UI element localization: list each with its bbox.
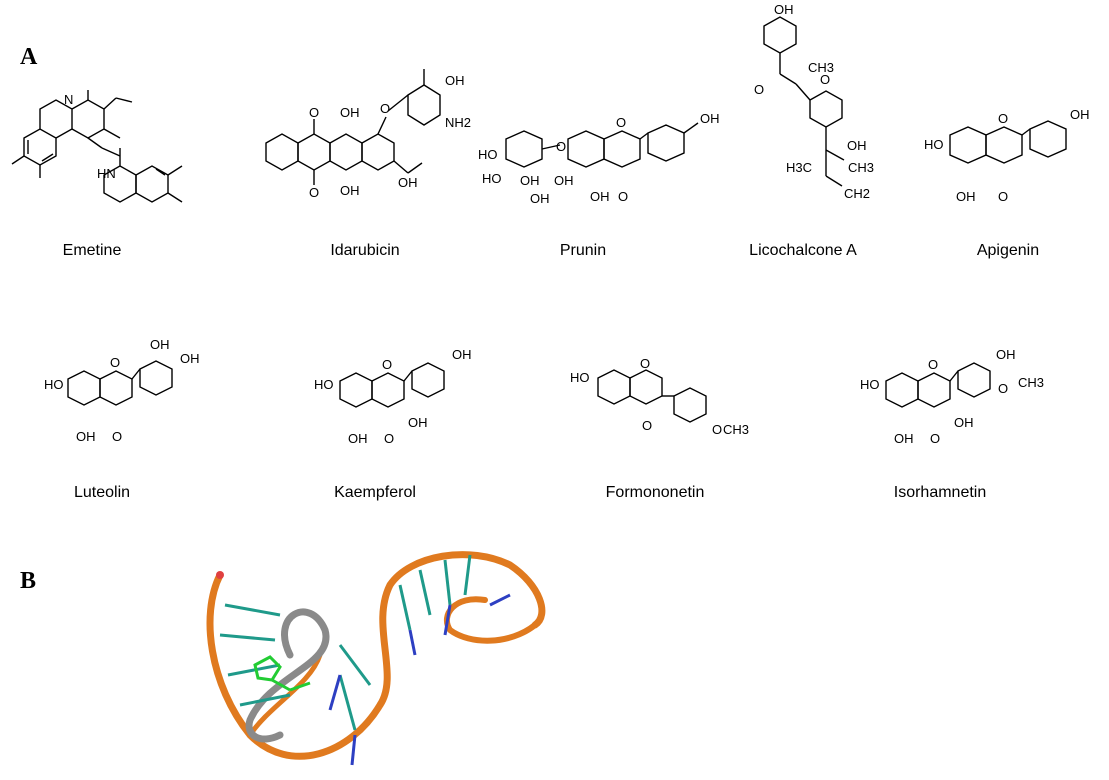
atom-label: HO [570, 370, 590, 385]
atom-label: CH3 [808, 60, 834, 75]
atom-label: O [382, 357, 392, 372]
atom-label: HO [44, 377, 64, 392]
atom-label: OH [774, 2, 794, 17]
atom-label: OH [1070, 107, 1090, 122]
atom-label: O [110, 355, 120, 370]
atom-label: O [640, 356, 650, 371]
atom-label: OH [847, 138, 867, 153]
atom-label: O [712, 422, 722, 437]
atom-label: OH [520, 173, 540, 188]
atom-label: O [998, 111, 1008, 126]
atom-label: CH2 [844, 186, 870, 201]
atom-label: OH [445, 73, 465, 88]
atom-label: OH [554, 173, 574, 188]
atom-label: CH3 [1018, 375, 1044, 390]
atom-label: OH [76, 429, 96, 444]
atom-label: OH [894, 431, 914, 446]
panel-label-a: A [20, 44, 38, 70]
atom-label: HO [860, 377, 880, 392]
atom-label: H3C [786, 160, 812, 175]
structure-formononetin: HO O O O CH3 [568, 356, 758, 450]
atom-label: HO [314, 377, 334, 392]
compound-name-apigenin: Apigenin [976, 242, 1040, 259]
atom-label: HO [924, 137, 944, 152]
atom-label: O [820, 72, 830, 87]
atom-label: O [556, 139, 566, 154]
atom-label: OH [340, 105, 360, 120]
rna-ligand-structure-image [180, 535, 560, 780]
atom-label: O [112, 429, 122, 444]
compound-name-formononetin: Formononetin [605, 484, 705, 501]
atom-label: OH [150, 337, 170, 352]
atom-label: OH [996, 347, 1016, 362]
atom-label: OH [452, 347, 472, 362]
atom-label: O [616, 115, 626, 130]
atom-label: OH [398, 175, 418, 190]
atom-label: OH [408, 415, 428, 430]
compound-name-idarubicin: Idarubicin [330, 242, 400, 259]
atom-label: OH [340, 183, 360, 198]
atom-label: OH [348, 431, 368, 446]
atom-label: HN [97, 166, 116, 181]
structure-emetine: N HN [2, 60, 242, 220]
atom-label: O [309, 105, 319, 120]
compound-name-emetine: Emetine [62, 242, 122, 259]
structure-kaempferol: HO O OH O OH OH [312, 345, 492, 455]
atom-label: HO [482, 171, 502, 186]
atom-label: O [928, 357, 938, 372]
compound-name-kaempferol: Kaempferol [334, 484, 416, 501]
atom-label: HO [478, 147, 498, 162]
compound-name-prunin: Prunin [559, 242, 607, 259]
atom-label: O [384, 431, 394, 446]
structure-idarubicin: O OH OH O OH NH2 O OH [258, 55, 478, 215]
atom-label: N [64, 92, 73, 107]
structure-isorhamnetin: HO O OH O OH OH O CH3 [858, 345, 1088, 455]
structure-apigenin: HO O OH O OH [920, 105, 1109, 215]
compound-name-luteolin: Luteolin [73, 484, 131, 501]
structure-prunin: HO HO OH OH OH O O OH O OH [468, 105, 728, 215]
atom-label: O [998, 381, 1008, 396]
atom-label: O [642, 418, 652, 433]
atom-label: OH [700, 111, 720, 126]
atom-label: OH [590, 189, 610, 204]
atom-label: OH [530, 191, 550, 206]
atom-label: CH3 [723, 422, 749, 437]
atom-label: O [754, 82, 764, 97]
atom-label: OH [180, 351, 200, 366]
atom-label: NH2 [445, 115, 471, 130]
atom-label: CH3 [848, 160, 874, 175]
atom-label: O [309, 185, 319, 200]
atom-label: O [998, 189, 1008, 204]
atom-label: OH [954, 415, 974, 430]
atom-label: OH [956, 189, 976, 204]
compound-name-licochalcone-a: Licochalcone A [749, 242, 857, 259]
atom-label: O [930, 431, 940, 446]
compound-name-isorhamnetin: Isorhamnetin [893, 484, 987, 501]
panel-label-b: B [20, 568, 37, 594]
structure-licochalcone-a: OH O O CH3 OH H3C CH3 CH2 [740, 0, 880, 215]
structure-luteolin: HO O OH O OH OH [40, 335, 220, 455]
atom-label: O [618, 189, 628, 204]
atom-label: O [380, 101, 390, 116]
